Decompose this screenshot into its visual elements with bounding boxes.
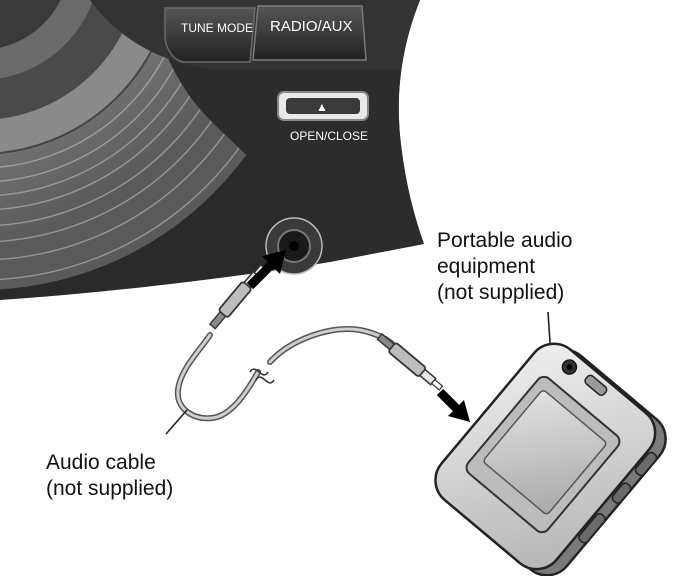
plug-in-arrow-player bbox=[436, 388, 470, 422]
audio-cable-callout: Audio cable (not supplied) bbox=[46, 450, 173, 502]
radio-aux-button[interactable] bbox=[252, 5, 367, 61]
stereo-panel: TUNE MODE RADIO/AUX ▲ OPEN/CLOSE AUX IN … bbox=[0, 0, 424, 300]
player-top-button[interactable] bbox=[583, 374, 608, 397]
cable-plug-player bbox=[376, 332, 444, 391]
radio-aux-label: RADIO/AUX bbox=[270, 18, 353, 35]
audio-cable-leader-line bbox=[165, 409, 188, 435]
portable-audio-callout: Portable audio equipment (not supplied) bbox=[437, 228, 572, 306]
tune-mode-button[interactable] bbox=[164, 7, 256, 63]
tune-mode-label: TUNE MODE bbox=[181, 21, 253, 35]
audio-cable-label-line2: (not supplied) bbox=[46, 477, 174, 500]
aux-in-label: AUX IN 2 bbox=[268, 278, 318, 292]
cable-break-mark bbox=[249, 368, 269, 376]
eject-icon: ▲ bbox=[316, 100, 328, 114]
player-side-button[interactable] bbox=[577, 512, 607, 544]
plug-in-arrow-stereo bbox=[246, 250, 286, 290]
open-close-label: OPEN/CLOSE bbox=[290, 129, 368, 143]
portable-audio-label-line2: equipment bbox=[437, 255, 536, 278]
portable-audio-label-line3: (not supplied) bbox=[437, 281, 565, 304]
audio-cable-label-line1: Audio cable bbox=[46, 451, 156, 474]
portable-audio-player bbox=[434, 311, 667, 577]
player-side-button[interactable] bbox=[611, 481, 633, 504]
portable-audio-label-line1: Portable audio bbox=[437, 229, 573, 252]
player-side-button[interactable] bbox=[634, 451, 658, 477]
